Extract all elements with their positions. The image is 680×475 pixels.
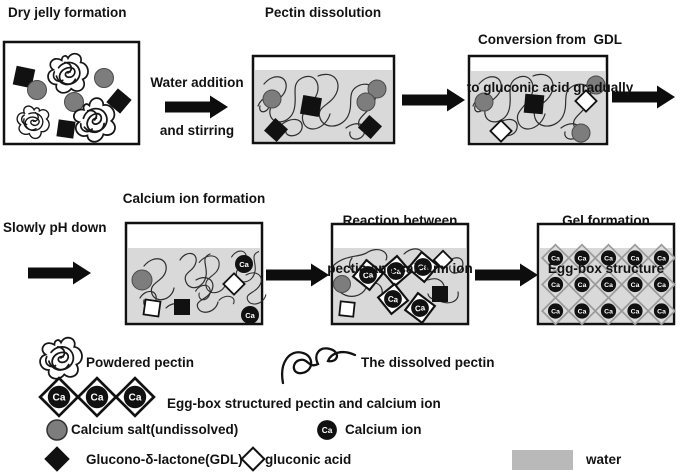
calcium-ion (241, 306, 259, 324)
panel-dry-jelly (2, 40, 141, 148)
panel-gel-formation (536, 222, 676, 326)
calcium-ion-icon (317, 420, 337, 440)
arrow-to-gel (475, 263, 538, 287)
calcium-salt-circle (571, 123, 591, 143)
stage-title-conversion-line2: to gluconic acid gradually (466, 80, 634, 95)
legend-label-powdered-pectin: Powdered pectin (86, 355, 195, 370)
legend-label-calcium-salt: Calcium salt(undissolved) (71, 422, 239, 437)
gdl-square (174, 299, 190, 315)
stage-title-gel: Gel formation Egg-box structure (533, 181, 679, 293)
panel-reaction (330, 222, 470, 326)
gdl-square (523, 93, 545, 115)
calcium-ion (235, 255, 253, 273)
panel-gdl-conversion (467, 54, 609, 146)
calcium-salt-circle (27, 80, 47, 100)
arrow-ph-down (28, 261, 91, 285)
gdl-square (432, 286, 448, 302)
stage-title-gel-line1: Gel formation (562, 213, 650, 228)
stage-title-gel-line2: Egg-box structure (547, 261, 665, 276)
calcium-salt-circle (367, 79, 387, 99)
calcium-salt-circle (131, 269, 153, 291)
legend-label-calcium-ion: Calcium ion (345, 422, 422, 437)
transition-ph-down: Slowly pH down (3, 220, 107, 235)
calcium-salt-circle (333, 275, 351, 293)
stage-title-dissolution: Pectin dissolution (264, 5, 382, 20)
transition-water-addition-line1: Water addition (150, 75, 244, 90)
arrow-to-reaction (266, 263, 329, 287)
gluconic-acid-icon (240, 446, 266, 472)
transition-water-addition-line2: and stirring (159, 123, 235, 138)
gluconic-acid-square (142, 298, 162, 318)
eggbox-icon (76, 376, 118, 418)
panel-pectin-dissolution (251, 54, 396, 145)
gdl-square (106, 88, 132, 114)
legend-icons (38, 336, 573, 472)
calcium-salt-icon (46, 419, 68, 441)
powdered-pectin-icon (39, 336, 83, 380)
stage-title-calcium: Calcium ion formation (122, 191, 266, 206)
calcium-salt-circle (94, 68, 114, 88)
legend-label-dissolved-pectin: The dissolved pectin (361, 355, 495, 370)
gdl-square (56, 119, 76, 139)
gluconic-acid-diamond (574, 89, 598, 113)
gdl-square (357, 114, 383, 140)
legend-label-water: water (586, 452, 622, 467)
stage-title-reaction-line1: Reaction between (342, 213, 458, 228)
gdl-icon (44, 446, 70, 472)
calcium-salt-circle (262, 89, 282, 109)
gluconic-acid-diamond (489, 119, 513, 143)
calcium-salt-circle (586, 75, 606, 95)
legend-label-gdl: Glucono-δ-lactone(GDL) (86, 452, 243, 467)
dissolved-pectin-icon (281, 347, 357, 385)
calcium-salt-circle (474, 92, 494, 112)
eggbox-icon (114, 376, 156, 418)
stage-title-reaction: Reaction between pectin and calcium ion (323, 181, 477, 293)
gdl-square (12, 65, 36, 89)
gluconic-acid-diamond (222, 272, 246, 296)
legend-label-gluconic-acid: gluconic acid (265, 452, 352, 467)
stage-title-conversion: Conversion from GDL to gluconic acid gra… (436, 0, 664, 112)
calcium-salt-circle (356, 92, 376, 112)
calcium-salt-circle (64, 92, 84, 112)
eggbox-icon (38, 376, 80, 418)
transition-water-addition: Water addition and stirring (143, 43, 251, 155)
gluconic-acid-diamond (432, 249, 454, 271)
stage-title-conversion-line1: Conversion from GDL (477, 32, 622, 47)
gluconic-acid-square (338, 300, 356, 318)
gdl-square (263, 117, 289, 143)
legend-label-eggbox: Egg-box structured pectin and calcium io… (167, 396, 441, 411)
water-swatch (512, 450, 573, 470)
panel-calcium-ion-formation (124, 221, 267, 326)
stage-title-reaction-line2: pectin and calcium ion (327, 261, 473, 276)
gdl-square (299, 94, 323, 118)
stage-title-dry: Dry jelly formation (8, 5, 127, 20)
